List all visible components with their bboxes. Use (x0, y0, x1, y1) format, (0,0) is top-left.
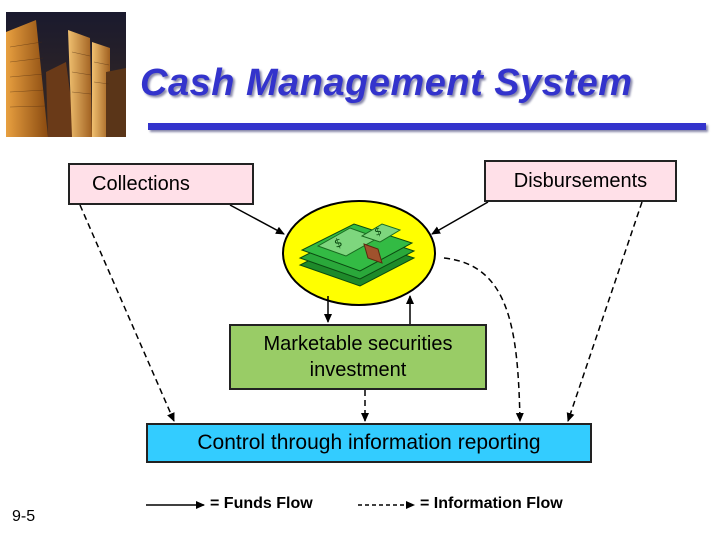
svg-text:$: $ (373, 224, 384, 239)
collections-box: Collections (68, 163, 254, 205)
disbursements-box: Disbursements (484, 160, 677, 202)
slide-number: 9-5 (12, 508, 36, 525)
info-arrow-disbursements (566, 201, 643, 422)
collections-label: Collections (92, 172, 190, 195)
legend-funds-flow: = Funds Flow (210, 495, 313, 512)
marketable-securities-box: Marketable securities investment (229, 324, 487, 390)
svg-text:$: $ (332, 235, 344, 251)
securities-label-line1: Marketable securities (263, 333, 453, 355)
securities-label-line2: investment (309, 359, 407, 381)
info-arrow-pool (443, 257, 524, 422)
title-underline (148, 123, 706, 130)
info-arrow-collections (79, 204, 175, 422)
disbursements-label: Disbursements (513, 169, 648, 192)
skyscrapers-logo (6, 12, 126, 137)
money-stack-icon: $ $ (298, 223, 416, 287)
page-title: Cash Management System (140, 62, 633, 104)
control-label: Control through information reporting (197, 431, 541, 454)
legend-information-flow: = Information Flow (420, 495, 563, 512)
funds-arrow-collections (229, 204, 285, 235)
control-reporting-box: Control through information reporting (146, 423, 592, 463)
funds-arrow-disbursements (431, 201, 489, 235)
